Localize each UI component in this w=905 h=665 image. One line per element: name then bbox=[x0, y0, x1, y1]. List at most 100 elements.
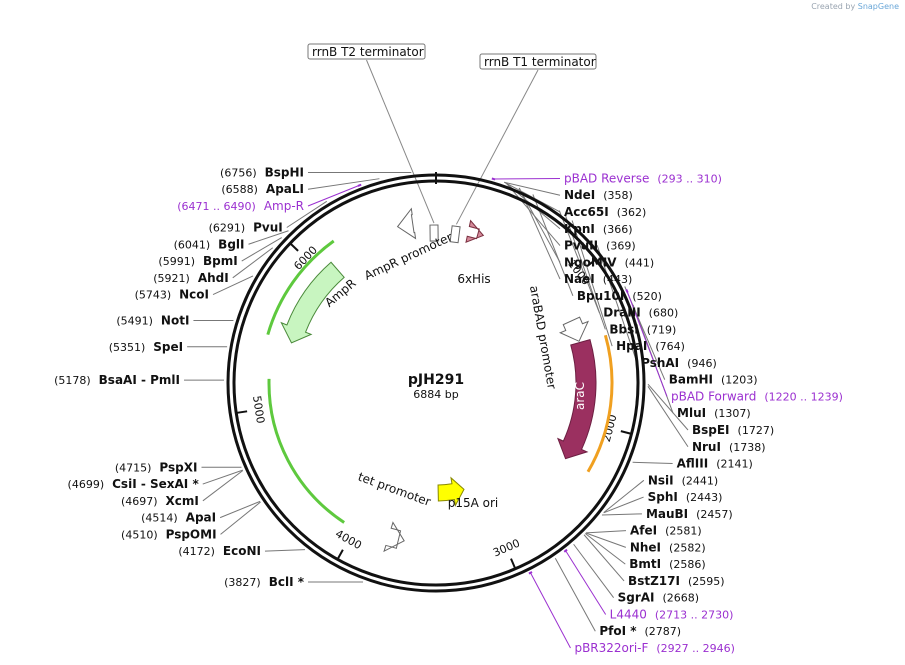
primer-range: (1220 .. 1239) bbox=[764, 390, 843, 403]
enzyme-location: (2582) bbox=[669, 541, 706, 554]
enzyme-name: ApaLI bbox=[266, 182, 304, 196]
enzyme-location: (4699) bbox=[68, 478, 105, 491]
enzyme-label: (6756)BspHI bbox=[220, 165, 304, 179]
enzyme-location: (362) bbox=[617, 206, 647, 219]
enzyme-label: (6588) ApaLI bbox=[221, 182, 304, 196]
enzyme-name: KpnI bbox=[564, 222, 595, 236]
enzyme-name: BstZ17I bbox=[628, 574, 680, 588]
enzyme-leader-line bbox=[601, 513, 642, 516]
enzyme-location: (2787) bbox=[645, 625, 682, 638]
enzyme-label: MauBI (2457) bbox=[646, 507, 733, 521]
enzyme-location: (5743) bbox=[135, 289, 172, 302]
snapgene-watermark: Created by SnapGene bbox=[811, 2, 899, 11]
terminator-icon bbox=[449, 225, 461, 244]
enzyme-name: MauBI bbox=[646, 507, 688, 521]
enzyme-name: Bpu10I bbox=[577, 289, 624, 303]
terminator-leader-line bbox=[366, 59, 435, 224]
enzyme-name: SpeI bbox=[153, 340, 183, 354]
primer-name: pBR322ori-F bbox=[574, 641, 648, 655]
enzyme-leader-line bbox=[647, 383, 689, 431]
enzyme-location: (3827) bbox=[224, 576, 261, 589]
enzyme-leader-line bbox=[286, 200, 328, 228]
enzyme-name: BpmI bbox=[203, 254, 238, 268]
enzyme-label: (6041)BglI bbox=[174, 237, 245, 251]
enzyme-location: (1738) bbox=[729, 441, 766, 454]
enzyme-location: (441) bbox=[625, 256, 655, 269]
enzyme-name: NaeI bbox=[564, 272, 595, 286]
feature-label: AmpR promoter bbox=[362, 230, 454, 283]
enzyme-leader-line bbox=[503, 181, 561, 196]
enzyme-name: EcoNI bbox=[223, 544, 261, 558]
scale-tick-label: 4000 bbox=[333, 527, 364, 552]
enzyme-leader-line bbox=[212, 275, 254, 296]
enzyme-label: (5178)BsaAI - PmlI bbox=[54, 373, 180, 387]
enzyme-location: (358) bbox=[603, 189, 633, 202]
enzyme-name: Acc65I bbox=[564, 205, 609, 219]
enzyme-label: NgoMIV (441) bbox=[564, 255, 654, 269]
feature-arrow-promoter bbox=[383, 521, 405, 553]
enzyme-leader-line bbox=[202, 470, 244, 502]
enzyme-label: (4510)PspOMI bbox=[121, 527, 217, 541]
enzyme-name: AfeI bbox=[630, 524, 657, 538]
enzyme-label: NheI(2582) bbox=[630, 540, 706, 554]
primer-range: (2927 .. 2946) bbox=[656, 642, 735, 655]
enzyme-name: PvuI bbox=[253, 220, 283, 234]
enzyme-name: AflIII bbox=[677, 457, 709, 471]
enzyme-name: BclI * bbox=[269, 575, 305, 589]
terminator-box bbox=[307, 43, 426, 60]
enzyme-location: (4172) bbox=[178, 545, 215, 558]
primer-name: pBAD Forward bbox=[671, 389, 756, 403]
enzyme-name: BspHI bbox=[265, 165, 304, 179]
feature-arrow-ampr bbox=[280, 261, 345, 344]
enzyme-label: NruI (1738) bbox=[692, 440, 766, 454]
primer-binding-mark bbox=[625, 288, 629, 293]
enzyme-location: (4514) bbox=[141, 512, 178, 525]
terminator-icon bbox=[429, 224, 439, 242]
feature-label: araBAD promoter bbox=[527, 284, 559, 390]
enzyme-leader-line bbox=[573, 543, 615, 598]
enzyme-name: PfoI * bbox=[599, 624, 637, 638]
primer-leader-line bbox=[307, 184, 360, 207]
enzyme-location: (2457) bbox=[696, 508, 733, 521]
enzyme-name: PshAI bbox=[641, 356, 679, 370]
enzyme-leader-line bbox=[264, 549, 305, 552]
primer-leader-line bbox=[493, 177, 561, 180]
enzyme-name: MluI bbox=[677, 406, 706, 420]
enzyme-leader-line bbox=[584, 533, 626, 565]
enzyme-name: NruI bbox=[692, 440, 721, 454]
enzyme-location: (1727) bbox=[738, 424, 775, 437]
tet-direction-arc bbox=[267, 378, 345, 524]
scale-tick-label: 5000 bbox=[250, 395, 267, 425]
primer-binding-mark bbox=[528, 571, 533, 575]
enzyme-location: (5491) bbox=[116, 314, 153, 327]
enzyme-location: (443) bbox=[603, 273, 633, 286]
enzyme-name: AhdI bbox=[198, 271, 229, 285]
enzyme-location: (4697) bbox=[121, 495, 158, 508]
enzyme-name: SgrAI bbox=[618, 591, 655, 605]
feature-arrow-6xhis bbox=[465, 219, 485, 243]
enzyme-location: (6588) bbox=[221, 183, 258, 196]
enzyme-name: CsiI - SexAI * bbox=[112, 477, 199, 491]
enzyme-leader-line bbox=[532, 194, 574, 297]
enzyme-location: (2441) bbox=[682, 474, 719, 487]
scale-tick bbox=[336, 549, 344, 560]
enzyme-label: Bpu10I (520) bbox=[577, 289, 662, 303]
primer-name: pBAD Reverse bbox=[564, 171, 649, 185]
enzyme-leader-line bbox=[632, 461, 673, 465]
enzyme-leader-line bbox=[248, 230, 289, 245]
enzyme-location: (520) bbox=[632, 290, 662, 303]
enzyme-location: (1307) bbox=[714, 407, 751, 420]
enzyme-label: PvuII(369) bbox=[564, 239, 636, 253]
feature-arrow-promoter bbox=[396, 207, 417, 240]
enzyme-location: (6291) bbox=[209, 221, 246, 234]
enzyme-name: NgoMIV bbox=[564, 255, 617, 269]
enzyme-leader-line bbox=[241, 237, 282, 262]
enzyme-label: AfeI(2581) bbox=[630, 524, 702, 538]
enzyme-location: (2586) bbox=[669, 558, 706, 571]
enzyme-location: (369) bbox=[606, 240, 636, 253]
enzyme-label: BamHI(1203) bbox=[669, 373, 758, 387]
primer-range: (2713 .. 2730) bbox=[655, 608, 734, 621]
enzyme-label: MluI (1307) bbox=[677, 406, 751, 420]
enzyme-label: NdeI(358) bbox=[564, 188, 633, 202]
